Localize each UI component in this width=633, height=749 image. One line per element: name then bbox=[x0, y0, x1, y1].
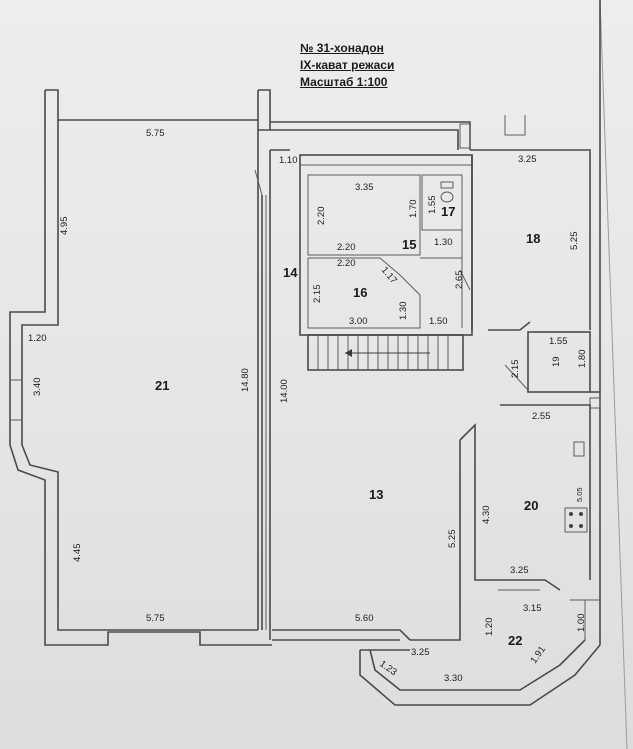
dim-19-side: 2.15 bbox=[510, 360, 521, 379]
dim-15-bottom-width: 2.20 bbox=[337, 242, 356, 253]
floor-plan-label: IX-кават режаси bbox=[300, 58, 395, 72]
dim-13-bottom-width: 5.60 bbox=[355, 613, 374, 624]
dim-15-height: 2.20 bbox=[316, 207, 327, 226]
dim-22-inner-width: 3.25 bbox=[411, 647, 430, 658]
room-22-walls bbox=[359, 599, 601, 706]
dim-19-width: 1.55 bbox=[549, 336, 568, 347]
dim-22-right-depth: 1.00 bbox=[576, 614, 587, 633]
room-number-14: 14 bbox=[283, 265, 298, 280]
room-number-19: 19 bbox=[551, 356, 562, 367]
dim-21-top-width: 5.75 bbox=[146, 128, 165, 139]
dim-21-bay-width: 1.20 bbox=[28, 333, 47, 344]
dim-20-length: 5.05 bbox=[575, 487, 584, 502]
dim-21-upper-length: 4.95 bbox=[59, 217, 70, 236]
staircase bbox=[307, 334, 464, 371]
dim-16-diagonal: 1.17 bbox=[379, 265, 399, 286]
apartment-number: № 31-хонадон bbox=[300, 41, 384, 55]
dim-16-height: 2.15 bbox=[312, 285, 323, 304]
dim-20-side-length: 4.30 bbox=[481, 506, 492, 525]
dim-passage-width: 1.50 bbox=[429, 316, 448, 327]
dim-17-height: 1.55 bbox=[427, 196, 438, 215]
room-number-15: 15 bbox=[402, 237, 416, 252]
dim-15-inner-height: 1.70 bbox=[408, 200, 419, 219]
room-13-14-walls bbox=[254, 149, 411, 641]
title-block: № 31-хонадон IX-кават режаси Масштаб 1:1… bbox=[300, 40, 420, 91]
dim-21-lower-length: 4.45 bbox=[72, 544, 83, 563]
dim-18-length: 5.25 bbox=[569, 232, 580, 251]
room-number-13: 13 bbox=[369, 487, 383, 502]
scale-label: Масштаб 1:100 bbox=[300, 75, 388, 89]
room-number-17: 17 bbox=[441, 204, 455, 219]
dim-19-length: 1.80 bbox=[577, 350, 588, 369]
dim-20-top-width: 2.55 bbox=[532, 411, 551, 422]
dim-16-top-width: 2.20 bbox=[337, 258, 356, 269]
dim-20-bottom-width: 3.25 bbox=[510, 565, 529, 576]
paper-edge bbox=[599, 0, 628, 749]
dim-22-outer-width: 3.30 bbox=[444, 673, 463, 684]
room-number-18: 18 bbox=[526, 231, 540, 246]
room-number-21: 21 bbox=[155, 378, 169, 393]
room-19-walls bbox=[504, 331, 601, 409]
dim-15-lower-width: 1.30 bbox=[434, 237, 453, 248]
dim-14-length: 14.00 bbox=[279, 379, 290, 403]
dim-22-right-diagonal: 1.91 bbox=[528, 644, 548, 665]
top-corridor-walls bbox=[270, 121, 471, 150]
dim-16-bottom-width: 3.00 bbox=[349, 316, 368, 327]
dim-18-width: 3.25 bbox=[518, 154, 537, 165]
room-18-walls bbox=[470, 0, 601, 645]
dim-16-side-height: 1.30 bbox=[398, 302, 409, 321]
dim-21-bottom-width: 5.75 bbox=[146, 613, 165, 624]
room-number-16: 16 bbox=[353, 285, 367, 300]
dim-passage-height: 2.65 bbox=[454, 271, 465, 290]
dim-22-left-depth: 1.20 bbox=[484, 618, 495, 637]
room-21-walls bbox=[9, 89, 272, 646]
dim-14-top-width: 1.10 bbox=[279, 155, 298, 166]
dim-22-top-width: 3.15 bbox=[523, 603, 542, 614]
dim-13-side-length: 5.25 bbox=[447, 530, 458, 549]
dim-21-total-length: 14.80 bbox=[240, 368, 251, 392]
dim-21-bay-length: 3.40 bbox=[32, 378, 43, 397]
dim-15-width: 3.35 bbox=[355, 182, 374, 193]
room-number-20: 20 bbox=[524, 498, 538, 513]
room-number-22: 22 bbox=[508, 633, 522, 648]
room-20-walls bbox=[459, 404, 591, 600]
